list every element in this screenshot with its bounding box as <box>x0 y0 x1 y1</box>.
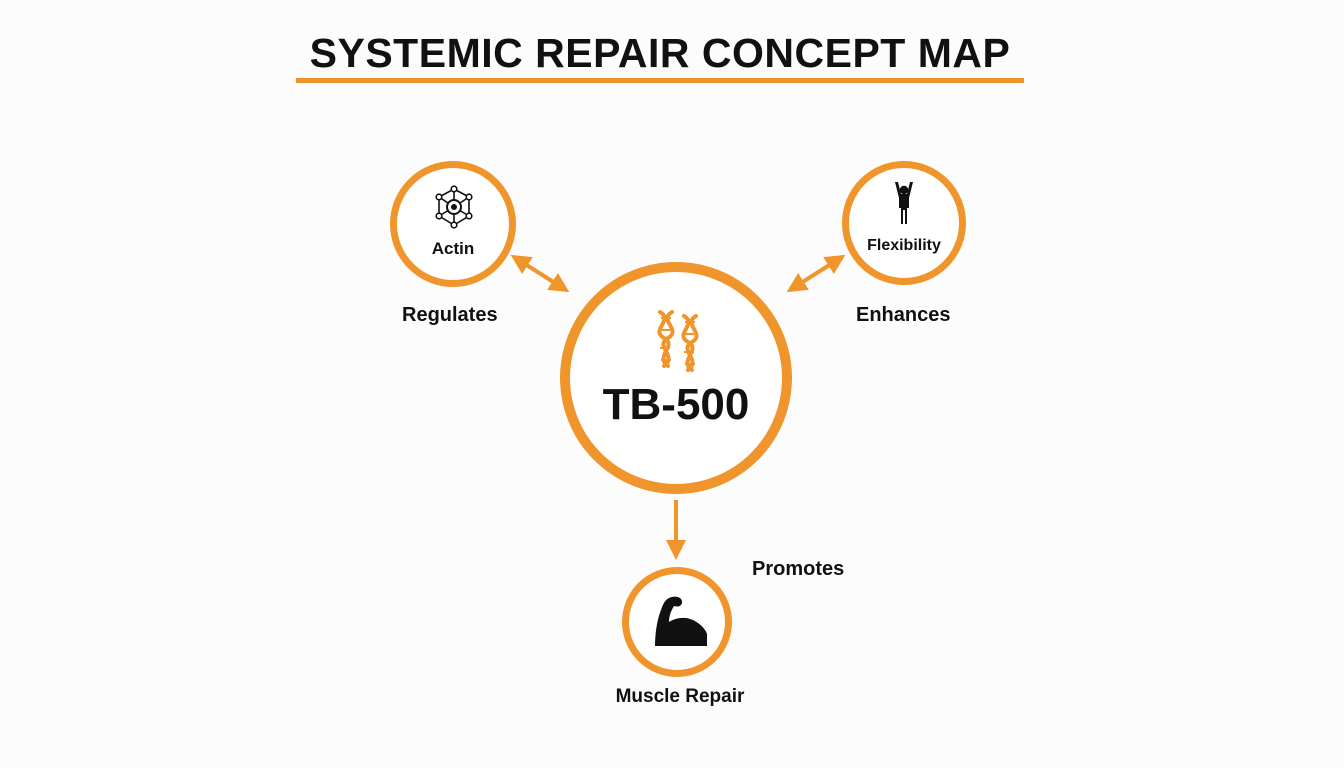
node-label-muscle-repair: Muscle Repair <box>615 686 745 707</box>
node-tb500: TB-500 <box>560 262 792 494</box>
flexed-bicep-icon <box>655 596 707 646</box>
page-title: SYSTEMIC REPAIR CONCEPT MAP <box>309 30 1011 76</box>
edge-label-promotes: Promotes <box>752 558 845 580</box>
node-label-flexibility: Flexibility <box>867 237 941 254</box>
dna-helix-icon <box>657 310 699 372</box>
node-flexibility: Flexibility <box>842 161 966 285</box>
node-label-tb500: TB-500 <box>602 380 750 429</box>
molecule-network-icon <box>435 185 473 229</box>
node-muscle-repair <box>622 567 732 677</box>
node-label-actin: Actin <box>431 239 475 258</box>
edge-arrow-flexibility <box>786 254 846 293</box>
edge-arrow-actin <box>510 254 570 293</box>
node-actin: Actin <box>390 161 516 287</box>
edge-label-regulates: Regulates <box>402 304 498 326</box>
stretching-person-icon <box>895 182 913 224</box>
edge-label-enhances: Enhances <box>856 304 951 326</box>
title-underline <box>296 78 1024 83</box>
